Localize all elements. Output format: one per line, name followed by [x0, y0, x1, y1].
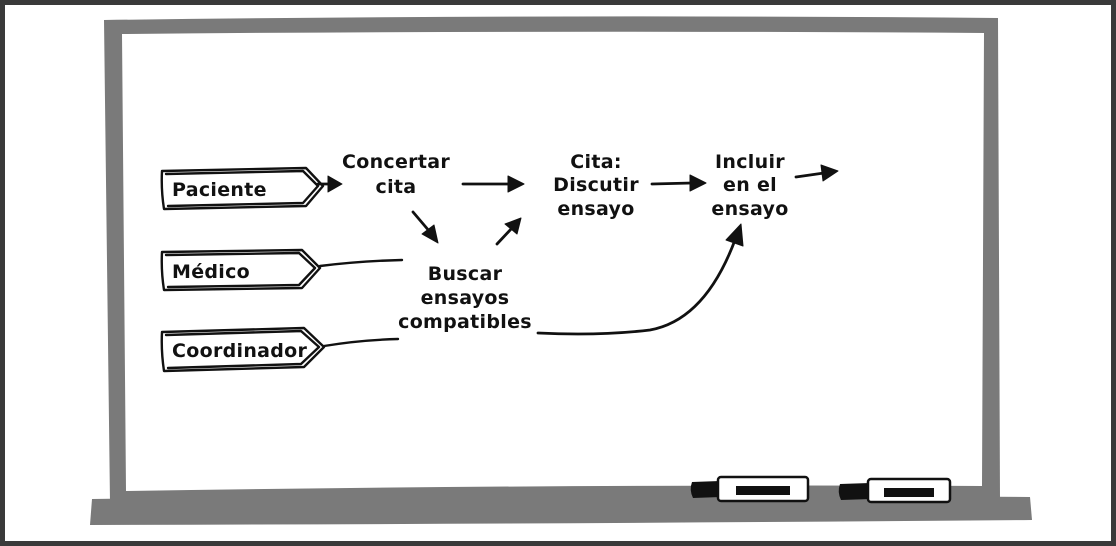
step-line: Buscar — [428, 263, 503, 285]
arrow-paciente-to-concertar — [316, 175, 343, 193]
arrow-buscar-to-cita — [495, 217, 522, 246]
marker-tray — [90, 495, 1032, 525]
step-incluir: Incluir en el ensayo — [711, 151, 788, 220]
role-label: Coordinador — [172, 340, 308, 362]
step-buscar-ensayos: Buscar ensayos compatibles — [398, 263, 532, 333]
arrow-cita-to-incluir — [650, 174, 707, 192]
connector-medico-to-buscar — [318, 258, 404, 268]
connector-coordinador-to-buscar — [322, 337, 400, 348]
role-label: Médico — [172, 261, 250, 283]
step-line: Discutir — [553, 174, 639, 196]
step-concertar-cita: Concertar cita — [342, 151, 450, 198]
whiteboard-marker-icon — [690, 475, 810, 503]
step-line: Concertar — [342, 151, 450, 173]
step-line: ensayo — [711, 198, 788, 220]
step-line: ensayo — [557, 198, 634, 220]
step-line: compatibles — [398, 311, 532, 333]
role-label: Paciente — [172, 179, 267, 201]
arrow-concertar-to-buscar — [411, 210, 439, 244]
arrow-buscar-to-incluir — [536, 223, 744, 336]
step-line: Cita: — [570, 151, 621, 173]
step-line: cita — [376, 176, 417, 198]
step-line: ensayos — [421, 287, 510, 309]
arrow-concertar-to-cita — [461, 175, 525, 193]
step-line: en el — [723, 174, 777, 196]
role-tag-coordinador: Coordinador — [160, 326, 326, 373]
step-cita-discutir: Cita: Discutir ensayo — [553, 151, 639, 220]
role-tag-medico: Médico — [160, 248, 322, 292]
whiteboard-marker-icon — [838, 477, 952, 504]
arrow-incluir-onward — [794, 164, 839, 182]
step-line: Incluir — [715, 151, 785, 173]
board-surface — [122, 31, 984, 491]
role-tag-paciente: Paciente — [160, 166, 325, 211]
